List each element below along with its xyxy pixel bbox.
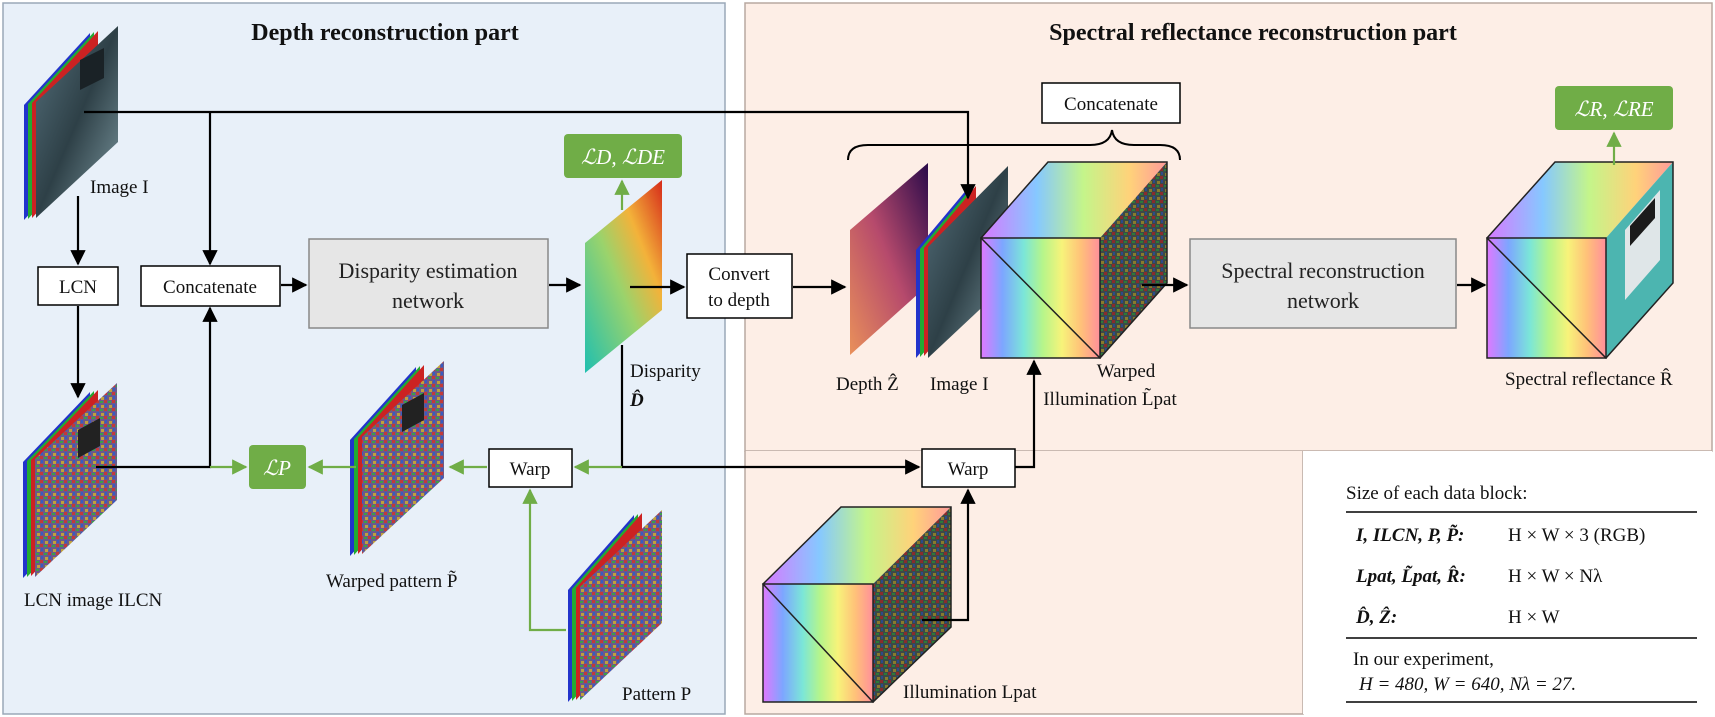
size-row-1-size: H × W × 3 (RGB) [1508, 525, 1645, 546]
spectral-loss-box: ℒR, ℒRE [1555, 86, 1673, 130]
lcn-box: LCN [37, 266, 119, 306]
svg-text:Spectral reconstruction: Spectral reconstruction [1221, 258, 1424, 283]
svg-text:ℒR, ℒRE: ℒR, ℒRE [1574, 97, 1653, 121]
svg-text:ℒP: ℒP [263, 456, 291, 480]
size-row-3-size: H × W [1508, 607, 1560, 628]
disparity-map [585, 180, 662, 373]
pattern-p-label: Pattern P [622, 684, 691, 705]
lcn-image-label: LCN image ILCN [24, 590, 163, 611]
svg-text:ℒD, ℒDE: ℒD, ℒDE [581, 145, 665, 169]
warp-left-box: Warp [488, 448, 573, 488]
svg-text:Convert: Convert [708, 264, 770, 285]
image-i-label: Image I [90, 177, 149, 198]
green-connectors [210, 131, 1622, 632]
warped-illumination-symbol: Illumination L̃pat [1043, 387, 1177, 410]
convert-box: Convert to depth [686, 253, 793, 319]
spectral-reflectance-label: Spectral reflectance R̂ [1505, 368, 1673, 390]
concatenate-left-box: Concatenate [140, 265, 281, 307]
size-row-2-vars: Lpat, L̃pat, R̂: [1355, 566, 1466, 587]
svg-text:Warp: Warp [510, 459, 551, 480]
size-table-header: Size of each data block: [1346, 483, 1527, 504]
svg-text:Disparity estimation: Disparity estimation [338, 258, 517, 283]
disparity-symbol: D̂ [629, 390, 644, 411]
pattern-loss-box: ℒP [249, 445, 306, 489]
svg-text:network: network [392, 288, 464, 313]
svg-text:to depth: to depth [708, 290, 770, 311]
size-row-2-size: H × W × Nλ [1508, 566, 1603, 587]
depth-label: Depth Ẑ [836, 373, 899, 395]
pattern-p-stack [568, 510, 662, 702]
size-table: Size of each data block: I, ILCN, P, P̃:… [1303, 451, 1712, 714]
spectral-network-box: Spectral reconstruction network [1189, 238, 1457, 329]
spectral-panel-title: Spectral reflectance reconstruction part [1049, 20, 1457, 46]
warped-illumination-label: Warped [1097, 361, 1156, 382]
warped-pattern-label: Warped pattern P̃ [326, 569, 457, 592]
disparity-label: Disparity [630, 361, 701, 382]
svg-text:Concatenate: Concatenate [163, 277, 257, 298]
svg-text:LCN: LCN [59, 277, 97, 298]
depth-loss-box: ℒD, ℒDE [564, 134, 682, 178]
svg-text:Warp: Warp [948, 459, 989, 480]
warped-illumination-cube [979, 161, 1168, 360]
image-i-right-stack [916, 166, 1008, 358]
depth-panel-title: Depth reconstruction part [251, 20, 519, 46]
size-row-1-vars: I, ILCN, P, P̃: [1355, 525, 1464, 546]
depth-map [850, 163, 928, 355]
image-i-stack [24, 26, 118, 220]
warp-right-box: Warp [921, 448, 1016, 488]
size-note-line-1: In our experiment, [1353, 649, 1494, 670]
disparity-network-box: Disparity estimation network [308, 238, 549, 329]
size-note-line-2: H = 480, W = 640, Nλ = 27. [1358, 674, 1576, 695]
illumination-cube [761, 506, 952, 704]
concatenate-top-box: Concatenate [1041, 82, 1181, 124]
svg-text:network: network [1287, 288, 1359, 313]
spectral-reflectance-cube [1485, 161, 1674, 360]
image-i-right-label: Image I [930, 374, 989, 395]
lcn-image-stack [23, 383, 117, 578]
concatenate-brace [847, 129, 1181, 161]
svg-text:Concatenate: Concatenate [1064, 94, 1158, 115]
size-row-3-vars: D̂, Ẑ: [1355, 606, 1397, 628]
illumination-label: Illumination Lpat [903, 682, 1037, 703]
warped-pattern-stack [350, 361, 444, 556]
